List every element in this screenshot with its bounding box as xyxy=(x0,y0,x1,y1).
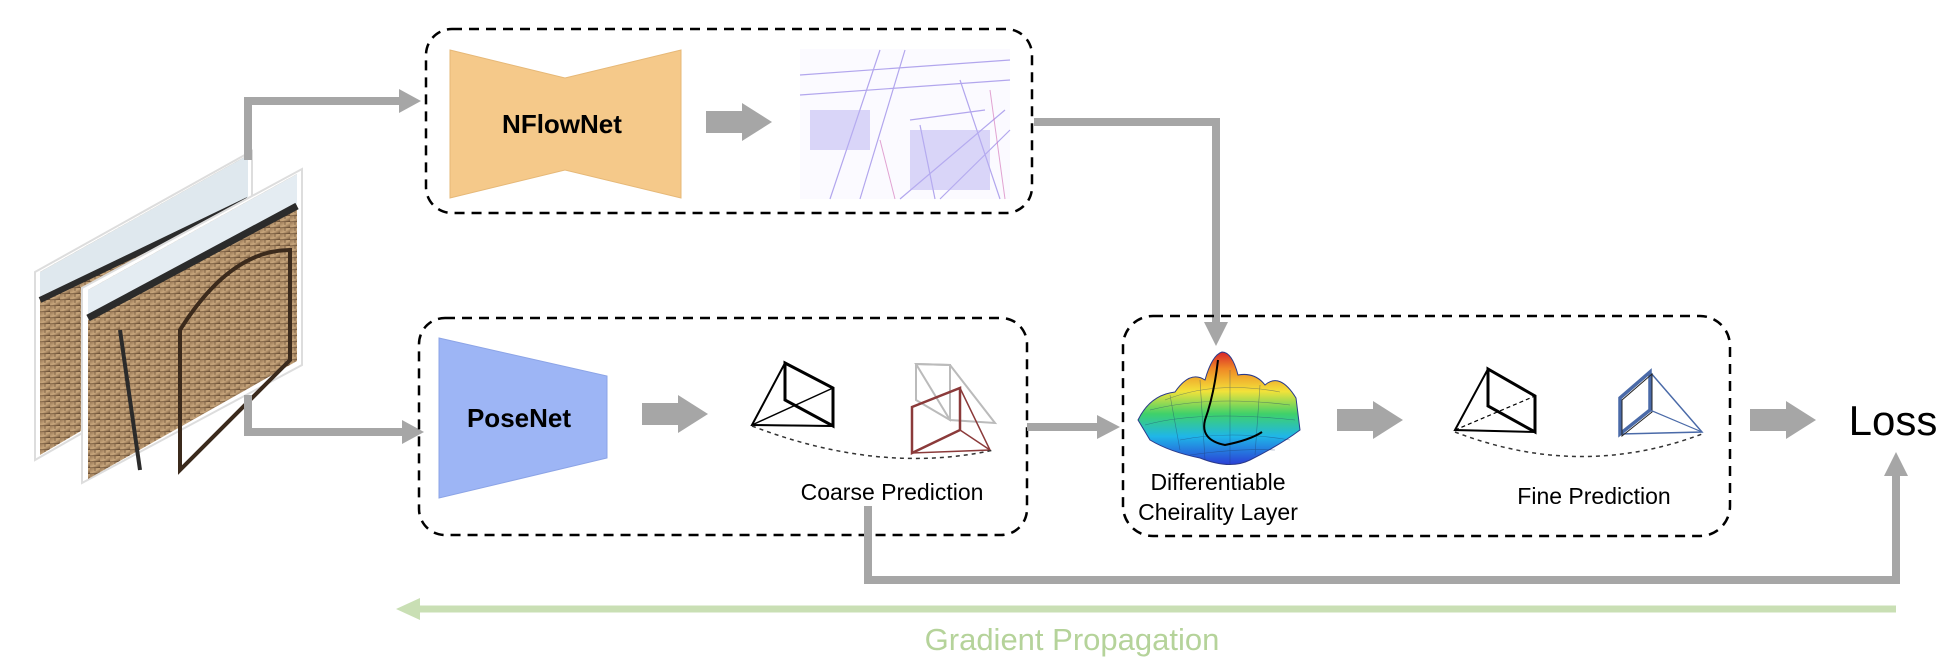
arrow-nflownet-to-flow xyxy=(706,103,772,141)
camera-frustum-icon-fine-pred xyxy=(1618,368,1704,438)
coarse-prediction-label: Coarse Prediction xyxy=(801,479,984,505)
gradient-propagation-label: Gradient Propagation xyxy=(925,622,1220,657)
camera-frustum-icon xyxy=(750,360,835,429)
arrow-fine-to-loss xyxy=(1750,401,1816,439)
optical-flow-image xyxy=(799,49,1011,200)
fine-prediction-label: Fine Prediction xyxy=(1517,483,1670,509)
arrow-flow-to-cheirality xyxy=(1034,118,1228,346)
arrow-coarse-to-cheirality xyxy=(1027,415,1120,439)
arrow-coarse-to-loss xyxy=(864,452,1908,584)
nflownet-module: NFlowNet xyxy=(424,27,1034,215)
arrow-posenet-to-coarse xyxy=(642,395,708,433)
cheirality-label-line1: Differentiable xyxy=(1150,469,1285,495)
camera-frustum-icon-fine xyxy=(1453,366,1537,435)
refinement-module: Differentiable Cheirality Layer Fine Pre… xyxy=(1121,314,1732,538)
nflownet-shape xyxy=(449,49,682,199)
posenet-label: PoseNet xyxy=(467,403,571,433)
loss-label: Loss xyxy=(1849,397,1938,444)
posenet-shape xyxy=(438,337,608,499)
cheirality-label-line2: Cheirality Layer xyxy=(1138,499,1298,525)
arrow-image-to-posenet xyxy=(244,395,424,444)
gradient-propagation-arrow xyxy=(396,598,1896,620)
input-image-pair xyxy=(34,149,303,485)
arrow-image-to-nflownet xyxy=(244,89,421,160)
arrow-cheirality-to-fine xyxy=(1337,401,1403,439)
input-image-front xyxy=(81,167,303,485)
posenet-module: PoseNet Coarse Prediction xyxy=(417,316,1029,537)
camera-frustum-icon-coarse-gt xyxy=(914,362,998,425)
camera-frustum-icon-coarse-pred xyxy=(910,386,992,455)
nflownet-label: NFlowNet xyxy=(502,109,622,139)
loss-surface-plot xyxy=(1137,351,1301,465)
